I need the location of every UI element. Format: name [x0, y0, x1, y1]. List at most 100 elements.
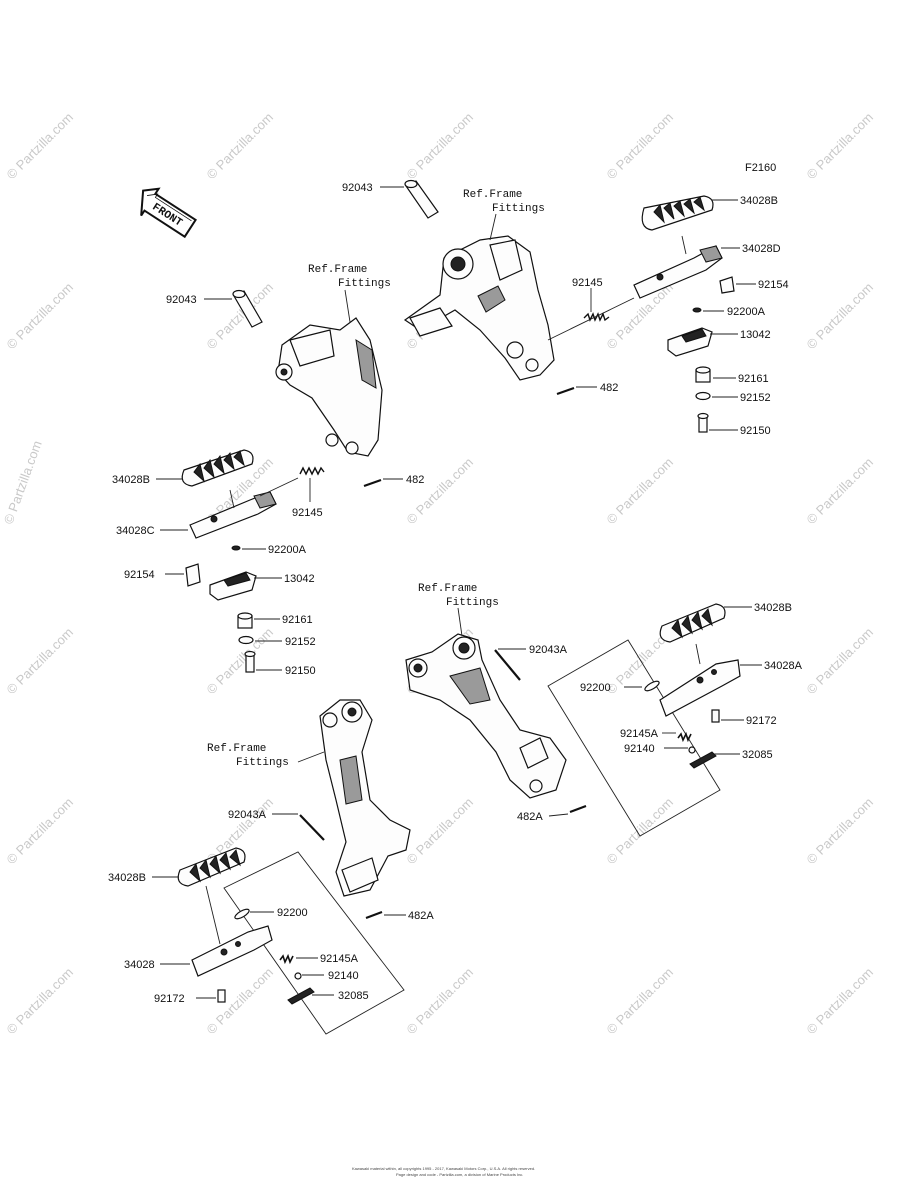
label-92150-left: 92150	[285, 665, 316, 677]
watermark: © Partzilla.com	[404, 795, 477, 868]
label-92140-right: 92140	[624, 743, 655, 755]
label-92200-left: 92200	[277, 907, 308, 919]
label-34028B-top: 34028B	[740, 195, 778, 207]
footer-copyright: Kawasaki material within, all copyrights…	[352, 1166, 535, 1171]
ref-fittings-label: Fittings	[338, 278, 391, 290]
label-92145A-right: 92145A	[620, 728, 659, 740]
bolt-92150-left	[244, 650, 256, 673]
label-92172-left: 92172	[154, 993, 185, 1005]
label-92043A-left: 92043A	[228, 809, 267, 821]
label-92161-top: 92161	[738, 373, 769, 385]
label-482A-right: 482A	[517, 811, 543, 823]
collar-92161-top	[695, 366, 711, 383]
label-482A-left: 482A	[408, 910, 434, 922]
label-34028C: 34028C	[116, 525, 155, 537]
front-arrow-icon: FRONT	[140, 187, 197, 239]
ref-fittings-label: Fittings	[236, 757, 289, 769]
label-92152-top: 92152	[740, 392, 771, 404]
footpeg-34028	[191, 925, 273, 977]
watermark: © Partzilla.com	[804, 280, 877, 353]
label-92200A-top: 92200A	[727, 306, 766, 318]
frame-bracket-rear-right	[405, 633, 567, 799]
label-92200-right: 92200	[580, 682, 611, 694]
watermark: © Partzilla.com	[4, 625, 77, 698]
label-92043-top: 92043	[342, 182, 373, 194]
watermark: © Partzilla.com	[404, 455, 477, 528]
watermark: © Partzilla.com	[4, 110, 77, 183]
label-92043A-right: 92043A	[529, 644, 568, 656]
label-34028D: 34028D	[742, 243, 781, 255]
rubber-13042-left	[209, 571, 257, 601]
watermark: © Partzilla.com	[604, 795, 677, 868]
label-32085-left: 32085	[338, 990, 369, 1002]
label-92145A-left: 92145A	[320, 953, 359, 965]
label-92161-left: 92161	[282, 614, 313, 626]
front-right-bracket-group: 92043 Ref.Frame Fittings 92145 482	[342, 179, 789, 437]
footpeg-rubber-34028B-rear-left	[177, 847, 246, 887]
ref-frame-label: Ref.Frame	[207, 743, 266, 755]
bolt-92150-top	[697, 412, 709, 433]
label-34028B-left: 34028B	[112, 474, 150, 486]
label-482-left: 482	[406, 474, 424, 486]
watermark: © Partzilla.com	[404, 965, 477, 1038]
footpeg-rubber-34028B-left	[181, 449, 254, 487]
label-92145-top: 92145	[572, 277, 603, 289]
footpeg-34028A	[659, 659, 741, 717]
ref-frame-label: Ref.Frame	[308, 264, 367, 276]
label-13042-left: 13042	[284, 573, 315, 585]
label-92172-right: 92172	[746, 715, 777, 727]
collar-92161-left	[237, 612, 253, 629]
watermark: © Partzilla.com	[204, 110, 277, 183]
assembly-box-right	[547, 639, 721, 837]
rear-right-bracket-group: Ref.Frame Fittings 92043A 482A 34028B 34…	[405, 583, 803, 837]
label-92152-left: 92152	[285, 636, 316, 648]
label-13042-top: 13042	[740, 329, 771, 341]
footpeg-rubber-34028B-top	[641, 195, 714, 231]
watermark: © Partzilla.com	[4, 795, 77, 868]
label-92145-left: 92145	[292, 507, 323, 519]
label-34028A: 34028A	[764, 660, 803, 672]
ref-fittings-label: Fittings	[446, 597, 499, 609]
label-92043-left: 92043	[166, 294, 197, 306]
watermark: © Partzilla.com	[204, 625, 277, 698]
watermark: © Partzilla.com	[804, 625, 877, 698]
footer-design: Page design and code - Partzilla.com, a …	[396, 1172, 523, 1177]
label-34028: 34028	[124, 959, 155, 971]
label-34028B-rear-right: 34028B	[754, 602, 792, 614]
footpeg-34028D	[633, 245, 723, 299]
spring-92145-top	[583, 312, 610, 322]
pin-92043-left	[232, 289, 263, 328]
watermark: © Partzilla.com	[4, 965, 77, 1038]
label-92200A-left: 92200A	[268, 544, 307, 556]
label-32085-right: 32085	[742, 749, 773, 761]
assembly-box-left	[223, 851, 405, 1035]
ref-frame-label: Ref.Frame	[418, 583, 477, 595]
pin-92043	[404, 179, 439, 219]
footpeg-rubber-34028B-rear-right	[659, 603, 726, 643]
front-left-bracket-group: 92043 Ref.Frame Fittings 92145 482 34028…	[112, 264, 424, 677]
label-92140-left: 92140	[328, 970, 359, 982]
watermark: © Partzilla.com	[804, 965, 877, 1038]
watermark: © Partzilla.com	[604, 965, 677, 1038]
rear-left-bracket-group: Ref.Frame Fittings 92043A 482A 34028B 92…	[108, 699, 434, 1035]
ref-fittings-label: Fittings	[492, 203, 545, 215]
label-92154-left: 92154	[124, 569, 155, 581]
frame-bracket-rear-left	[319, 699, 411, 897]
label-92154-top: 92154	[758, 279, 789, 291]
label-34028B-rear-left: 34028B	[108, 872, 146, 884]
watermark: © Partzilla.com	[1, 439, 45, 526]
label-482-top: 482	[600, 382, 618, 394]
watermark: © Partzilla.com	[204, 965, 277, 1038]
watermark: © Partzilla.com	[604, 455, 677, 528]
frame-bracket-right	[403, 235, 555, 381]
label-92150-top: 92150	[740, 425, 771, 437]
footpeg-34028C	[189, 491, 277, 539]
watermark: © Partzilla.com	[404, 110, 477, 183]
frame-bracket-left	[275, 317, 383, 457]
watermark: © Partzilla.com	[804, 455, 877, 528]
watermark: © Partzilla.com	[604, 110, 677, 183]
figure-code: F2160	[745, 162, 776, 174]
watermark: © Partzilla.com	[804, 110, 877, 183]
rubber-13042-top	[667, 327, 713, 357]
